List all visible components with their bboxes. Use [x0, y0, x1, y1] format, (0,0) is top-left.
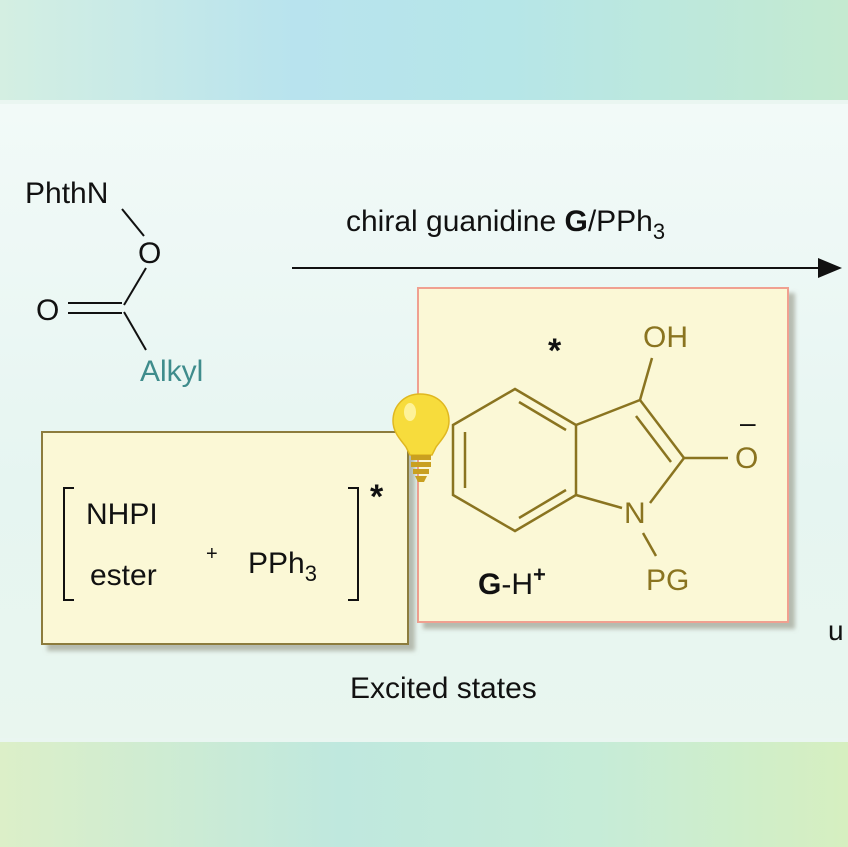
top-gradient-band: [0, 0, 848, 100]
oxide-label: O: [735, 442, 758, 475]
left-star: *: [370, 478, 384, 516]
reagent-prefix: chiral guanidine: [346, 205, 564, 238]
guanidinium-suffix: -H: [501, 568, 533, 601]
left-bracket: [63, 487, 74, 601]
excited-indole-box: * OH O – N PG G-H+: [417, 287, 789, 623]
ester-label: ester: [90, 559, 157, 592]
right-box-frame: [417, 287, 789, 623]
n-o-bond: [121, 208, 145, 237]
phthn-label: PhthN: [25, 177, 108, 210]
carbonyl-oxygen-label: O: [36, 294, 59, 327]
bottom-gradient-band: [0, 742, 848, 847]
guanidinium-label: G-H+: [478, 562, 546, 601]
guanidinium-bold: G: [478, 568, 501, 601]
benzene-inner-bond-2: [518, 400, 567, 432]
reagent-subscript: 3: [653, 219, 665, 244]
reagent-bold: G: [564, 205, 587, 238]
o-c-bond: [123, 267, 147, 306]
pg-label: PG: [646, 564, 689, 597]
c7a-n-bond: [575, 493, 623, 510]
pph-subscript: 3: [305, 561, 317, 586]
c3a-c3-bond: [575, 398, 641, 427]
alkyl-label: Alkyl: [140, 355, 203, 388]
c3-oh-bond: [638, 357, 654, 401]
reaction-arrow-group: chiral guanidine G/PPh3: [292, 205, 842, 278]
c3-c2-bond: [639, 399, 685, 459]
excited-states-caption: Excited states: [350, 672, 537, 705]
benzene-inner-bond-3: [518, 488, 567, 520]
n-pg-bond: [641, 532, 658, 557]
c2-n-bond: [649, 457, 685, 504]
nhpi-ester-structure: PhthN O O Alkyl: [25, 177, 203, 388]
left-box-frame: [41, 431, 409, 645]
pph3-label: PPh3: [248, 547, 317, 586]
pph-text: PPh: [248, 547, 305, 580]
nhpi-label: NHPI: [86, 498, 158, 531]
guanidinium-charge: +: [533, 562, 546, 587]
right-star: *: [548, 332, 562, 370]
plus-sign: +: [206, 543, 218, 565]
ester-phosphine-box: NHPI ester + PPh3 *: [41, 431, 409, 645]
light-bulb-icon: [392, 393, 450, 482]
oxide-charge: –: [740, 407, 756, 438]
c3-c2-double-bond: [635, 415, 672, 463]
nitrogen-label: N: [624, 497, 646, 530]
edge-clipped-text: u: [828, 615, 844, 646]
oh-label: OH: [643, 321, 688, 354]
reagent-label: chiral guanidine G/PPh3: [346, 205, 665, 244]
reagent-suffix: /PPh: [588, 205, 653, 238]
bridge-oxygen-label: O: [138, 237, 161, 270]
right-bracket: [348, 487, 359, 601]
c-alkyl-bond: [123, 311, 147, 351]
